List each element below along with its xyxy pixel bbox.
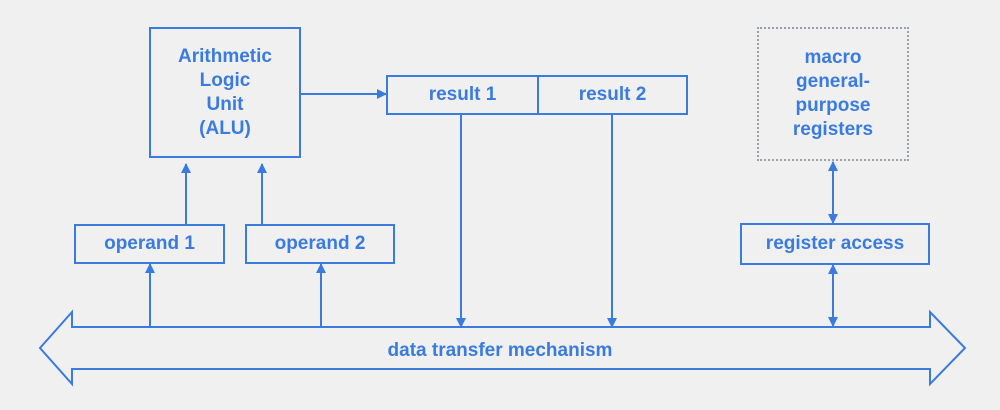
bus-double-arrow (38, 309, 967, 387)
register-access-box: register access (740, 223, 930, 265)
registers-label: macro general- purpose registers (792, 47, 874, 140)
result1-box: result 1 (386, 75, 539, 115)
register-access-label: register access (765, 233, 905, 254)
operand1-box: operand 1 (74, 224, 225, 264)
alu-box: Arithmetic Logic Unit (ALU) (149, 27, 301, 158)
operand1-label: operand 1 (104, 233, 195, 254)
bus-label: data transfer mechanism (387, 340, 613, 361)
result1-label: result 1 (428, 84, 497, 105)
macro-registers-box: macro general- purpose registers (757, 27, 909, 161)
operand2-label: operand 2 (274, 233, 366, 254)
alu-label: Arithmetic Logic Unit (ALU) (178, 45, 272, 139)
operand2-box: operand 2 (245, 224, 395, 264)
result2-label: result 2 (578, 84, 647, 105)
result2-box: result 2 (537, 75, 688, 115)
